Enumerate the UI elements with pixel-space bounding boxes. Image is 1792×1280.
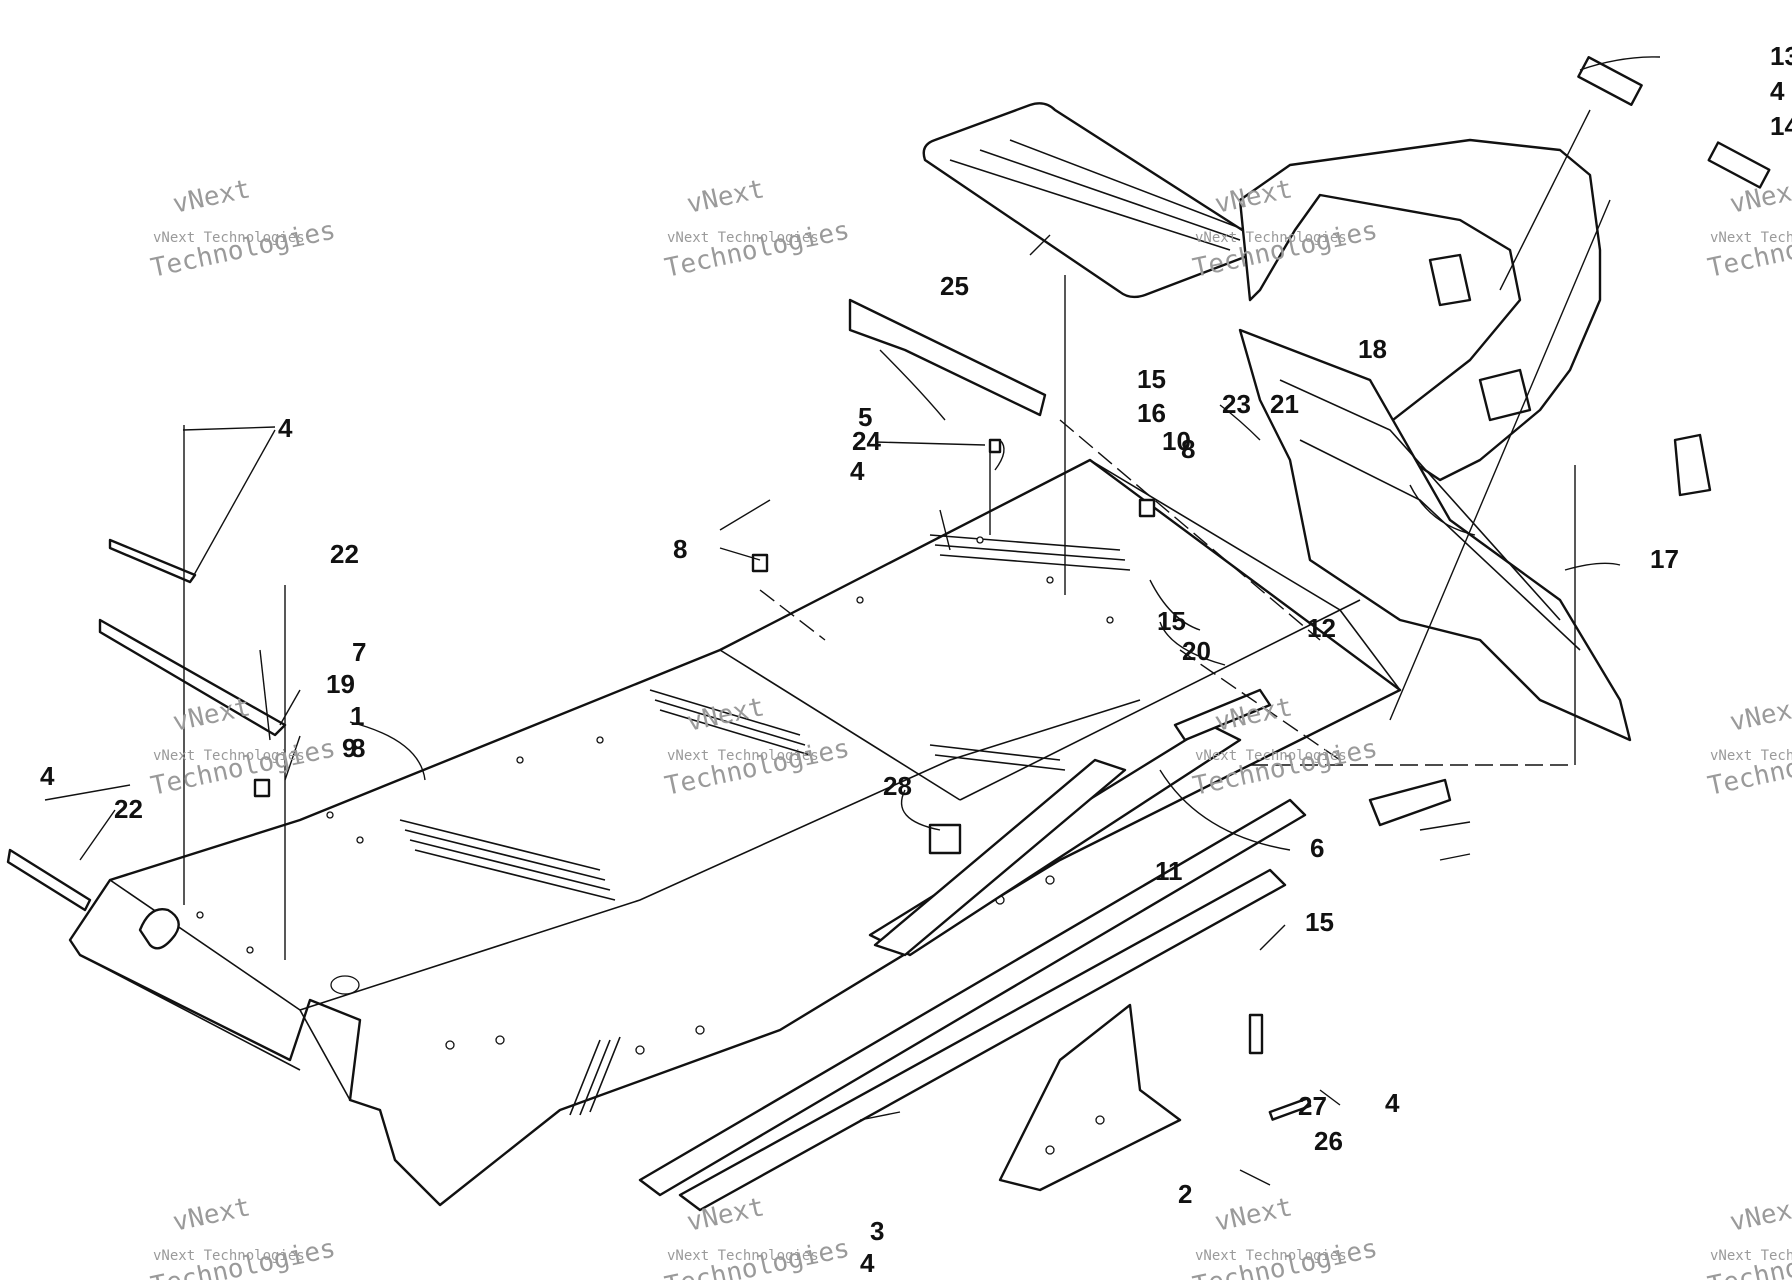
callout-22: 22 — [114, 794, 143, 824]
callout-9: 9 — [342, 733, 356, 763]
watermark-text: vNext Technologies — [1710, 1248, 1792, 1264]
callout-28: 28 — [883, 771, 912, 801]
watermark-text: Technologies — [148, 733, 338, 801]
callout-24: 24 — [852, 426, 881, 456]
watermark-text: vNext Technologies — [1195, 748, 1347, 764]
watermark-text: vNext Technologies — [1710, 748, 1792, 764]
tunnel-assembly — [68, 458, 1402, 1207]
assembly-lines — [183, 109, 1611, 960]
watermark-text: vNext Technologies — [1195, 1248, 1347, 1264]
callout-8: 8 — [351, 733, 365, 763]
watermark-text: vNext Technologies — [153, 230, 305, 246]
callout-10: 10 — [1162, 426, 1191, 456]
callout-4: 4 — [1385, 1088, 1400, 1118]
callout-11: 11 — [1155, 856, 1183, 886]
watermark-text: Technologies — [1705, 733, 1792, 801]
callout-4: 4 — [860, 1248, 875, 1278]
watermark-text: vNext Technologies — [153, 748, 305, 764]
callout-labels: 1234444445678889101112131415151516171819… — [40, 41, 1792, 1278]
callout-8: 8 — [1181, 434, 1195, 464]
callout-23: 23 — [1222, 389, 1251, 419]
watermark-text: vNext Technologies — [153, 1248, 305, 1264]
callout-5: 5 — [858, 402, 872, 432]
callout-12: 12 — [1307, 613, 1336, 643]
callout-22: 22 — [330, 539, 359, 569]
callout-4: 4 — [850, 456, 865, 486]
callout-16: 16 — [1137, 398, 1166, 428]
watermark-text: vNext — [170, 1192, 253, 1238]
callout-leaders — [44, 56, 1661, 1186]
callout-8: 8 — [673, 534, 687, 564]
callout-4: 4 — [1770, 76, 1785, 106]
watermark-text: Technologies — [662, 215, 852, 283]
callout-4: 4 — [40, 761, 55, 791]
callout-13: 13 — [1770, 41, 1792, 71]
fasteners — [6, 56, 1771, 1121]
watermark-text: vNext Technologies — [667, 1248, 819, 1264]
callout-18: 18 — [1358, 334, 1387, 364]
callout-6: 6 — [1310, 833, 1324, 863]
running-board — [638, 798, 1307, 1212]
watermark-text: vNext — [170, 692, 253, 738]
callout-2: 2 — [1178, 1179, 1192, 1209]
watermark-text: vNext Technologies — [1710, 230, 1792, 246]
watermark-text: Technologies — [148, 215, 338, 283]
callout-17: 17 — [1650, 544, 1679, 574]
callout-21: 21 — [1270, 389, 1299, 419]
watermark-text: vNext Technologies — [667, 230, 819, 246]
callout-1: 1 — [350, 701, 364, 731]
watermark-text: vNext — [1727, 692, 1792, 738]
callout-15: 15 — [1305, 907, 1334, 937]
watermark-text: vNext — [170, 174, 253, 220]
watermark-text: vNext — [1727, 1192, 1792, 1238]
callout-26: 26 — [1314, 1126, 1343, 1156]
bracket — [998, 1003, 1182, 1192]
callout-27: 27 — [1298, 1091, 1327, 1121]
watermark-text: vNext — [684, 174, 767, 220]
callout-25: 25 — [940, 271, 969, 301]
callout-7: 7 — [352, 637, 366, 667]
callout-20: 20 — [1182, 636, 1211, 666]
callout-15: 15 — [1157, 606, 1186, 636]
callout-14: 14 — [1770, 111, 1792, 141]
callout-15: 15 — [1137, 364, 1166, 394]
heat-shield-strip — [848, 298, 1047, 417]
watermark-text: vNext Technologies — [667, 748, 819, 764]
callout-4: 4 — [278, 413, 293, 443]
watermark-text: vNext Technologies — [1195, 230, 1347, 246]
callout-3: 3 — [870, 1216, 884, 1246]
watermark-text: vNext — [1212, 1192, 1295, 1238]
callout-19: 19 — [326, 669, 355, 699]
watermark-text: Technologies — [1705, 215, 1792, 283]
rub-strip — [873, 758, 1127, 957]
